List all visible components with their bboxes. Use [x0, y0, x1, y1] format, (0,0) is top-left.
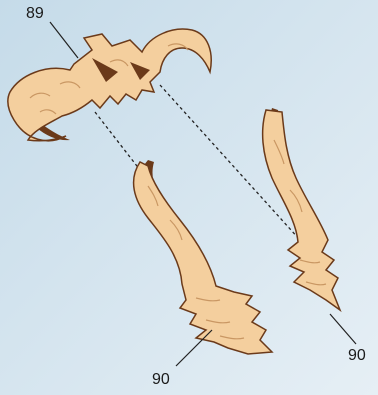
label-90-right: 90 — [348, 348, 366, 364]
label-89: 89 — [26, 6, 44, 22]
label-90-left: 90 — [152, 372, 170, 388]
